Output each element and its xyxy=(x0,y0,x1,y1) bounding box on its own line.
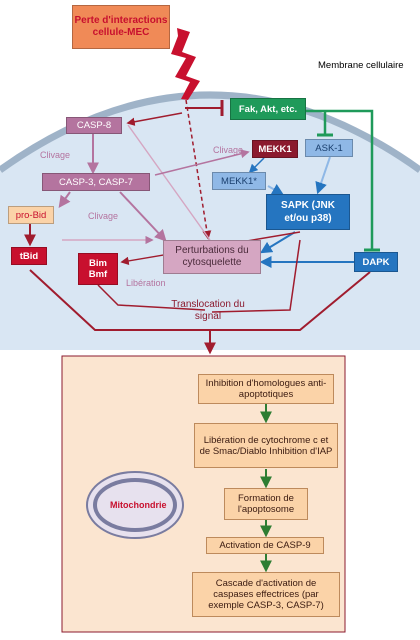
clivage-label-1: Clivage xyxy=(40,150,71,160)
ask1-box: ASK-1 xyxy=(305,139,353,157)
arrow-casp37-perturb xyxy=(119,191,167,242)
sapk-box: SAPK (JNK et/ou p38) xyxy=(266,194,350,230)
step-2-box: Libération de cytochrome c et de Smac/Di… xyxy=(194,423,338,468)
mitochondrion-outer xyxy=(86,471,184,539)
arrow-ask1-sapk xyxy=(315,156,331,195)
arrow-bolt-to-perturb xyxy=(185,99,212,240)
arrow-mekk1star-sapk xyxy=(267,184,285,196)
cell-membrane xyxy=(0,91,420,173)
transloc-bim xyxy=(97,284,206,311)
liberation-label: Libération xyxy=(126,278,166,288)
casp8-box: CASP-8 xyxy=(66,117,122,134)
arrow-to-mekk1 xyxy=(154,149,250,176)
transloc-dapk xyxy=(210,271,371,331)
tbid-box: tBid xyxy=(11,247,47,265)
arrow-casp8-perturb xyxy=(127,124,211,241)
mito-label: Mitochondrie xyxy=(110,500,167,510)
perturb-box: Perturbations du cytosquelette xyxy=(163,240,261,274)
cytoplasm-area xyxy=(0,95,420,350)
transloc-sapk xyxy=(211,239,301,313)
casp37-box: CASP-3, CASP-7 xyxy=(42,173,150,191)
step-5-box: Cascade d'activation de caspases effectr… xyxy=(192,572,340,617)
clivage-label-3: Clivage xyxy=(88,211,119,221)
step-1-box: Inhibition d'homologues anti-apoptotique… xyxy=(198,374,334,404)
membrane-label: Membrane cellulaire xyxy=(318,60,404,71)
step-3-box: Formation de l'apoptosome xyxy=(224,488,308,520)
clivage-label-2: Clivage xyxy=(213,145,244,155)
fak-to-dapk-line xyxy=(306,109,374,250)
arrow-sapk-perturb xyxy=(259,231,296,254)
transloc-lines xyxy=(29,269,210,331)
mekk1-box: MEKK1 xyxy=(252,140,298,158)
mitochondrion-inner xyxy=(93,478,177,532)
dapk-box: DAPK xyxy=(354,252,398,272)
step-4-box: Activation de CASP-9 xyxy=(206,537,324,554)
arrow-mekk1-mekk1star xyxy=(248,157,265,174)
probid-box: pro-Bid xyxy=(8,206,54,224)
arrow-casp37-probid xyxy=(58,191,71,208)
bim-box: Bim Bmf xyxy=(78,253,118,285)
signal-bolt-icon xyxy=(171,28,200,100)
transloc-label: Translocation du signal xyxy=(171,299,245,322)
arrow-to-casp8 xyxy=(126,112,183,126)
perte-box: Perte d'interactions cellule-MEC xyxy=(72,5,170,49)
mekk1-star-box: MEKK1* xyxy=(212,172,266,190)
fak-box: Fak, Akt, etc. xyxy=(230,98,306,120)
